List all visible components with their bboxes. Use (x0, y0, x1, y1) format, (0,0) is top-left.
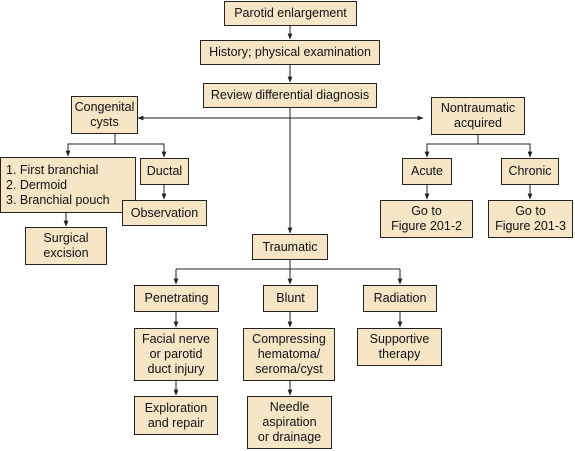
node-blunt: Blunt (263, 285, 318, 312)
node-traumatic: Traumatic (252, 234, 328, 260)
node-review-differential: Review differential diagnosis (203, 83, 377, 108)
node-go-to-figure-201-3: Go to Figure 201-3 (488, 200, 573, 238)
node-history-examination: History; physical examination (200, 40, 380, 65)
node-parotid-enlargement: Parotid enlargement (224, 1, 357, 26)
node-surgical-excision: Surgical excision (25, 227, 107, 265)
node-compressing-hematoma: Compressing hematoma/ seroma/cyst (243, 328, 335, 381)
node-radiation: Radiation (363, 285, 437, 312)
node-observation: Observation (122, 200, 207, 226)
node-facial-nerve-injury: Facial nerve or parotid duct injury (134, 328, 218, 381)
node-chronic: Chronic (501, 158, 559, 185)
arrow-congenital-to-list (65, 134, 116, 157)
node-exploration-repair: Exploration and repair (134, 396, 218, 435)
arrow-congenital-to-ductal (115, 143, 167, 158)
node-nontraumatic-acquired: Nontraumatic acquired (431, 97, 525, 135)
node-congenital-cysts: Congenital cysts (71, 96, 138, 134)
arrow-nontraumatic-to-acute (424, 135, 479, 158)
node-supportive-therapy: Supportive therapy (357, 328, 442, 366)
node-penetrating: Penetrating (134, 285, 219, 312)
node-needle-aspiration: Needle aspiration or drainage (247, 396, 332, 449)
node-acute: Acute (402, 158, 452, 185)
node-go-to-figure-201-2: Go to Figure 201-2 (380, 200, 473, 238)
arrow-nontraumatic-to-chronic (478, 143, 533, 158)
node-ductal: Ductal (140, 158, 189, 185)
node-congenital-list: 1. First branchial 2. Dermoid 3. Branchi… (0, 157, 136, 213)
